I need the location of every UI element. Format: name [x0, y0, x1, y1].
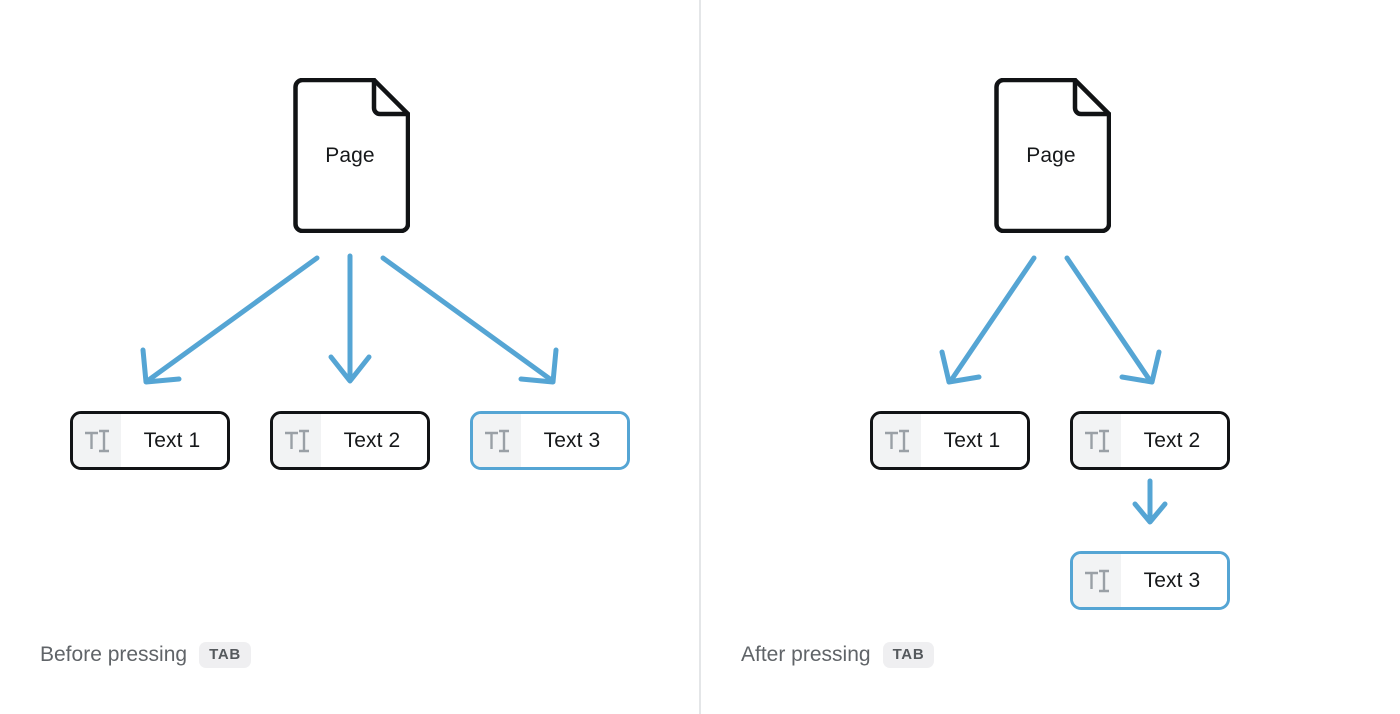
text-node-label: Text 2 — [1121, 414, 1227, 467]
text-node-label: Text 1 — [921, 414, 1027, 467]
arrow-text2-to-text3-head — [1132, 501, 1168, 525]
panel-divider — [699, 0, 701, 714]
text-node-text-2[interactable]: Text 2 — [1070, 411, 1230, 470]
text-cursor-icon — [1073, 554, 1121, 607]
page-document-icon — [293, 78, 410, 233]
text-node-label: Text 1 — [121, 414, 227, 467]
arrow-page-to-text2-head — [328, 354, 372, 384]
page-node-before[interactable]: Page — [290, 78, 410, 233]
caption-label: Before pressing — [40, 643, 188, 666]
text-node-label: Text 3 — [1121, 554, 1227, 607]
page-node-label: Page — [325, 143, 375, 167]
page-document-icon — [994, 78, 1111, 233]
page-node-after[interactable]: Page — [991, 78, 1111, 233]
text-node-text-1[interactable]: Text 1 — [870, 411, 1030, 470]
text-node-text-2[interactable]: Text 2 — [270, 411, 430, 470]
arrow-page-to-text3-shaft — [380, 255, 553, 382]
text-node-label: Text 3 — [521, 414, 627, 467]
text-cursor-icon — [273, 414, 321, 467]
text-node-label: Text 2 — [321, 414, 427, 467]
text-cursor-icon — [873, 414, 921, 467]
caption-after: After pressing TAB — [741, 642, 935, 668]
text-node-text-3[interactable]: Text 3 — [1070, 551, 1230, 610]
text-node-text-3[interactable]: Text 3 — [470, 411, 630, 470]
caption-before: Before pressing TAB — [40, 642, 251, 668]
arrow-page-to-text1-shaft — [949, 255, 1037, 382]
arrow-page-to-text3-head — [518, 347, 559, 385]
text-cursor-icon — [1073, 414, 1121, 467]
panel-before-tab: Page Text 1 — [0, 0, 699, 714]
arrow-page-to-text2-shaft — [1064, 255, 1152, 382]
caption-label: After pressing — [741, 643, 871, 666]
arrow-page-to-text1-head — [939, 349, 982, 385]
panel-after-tab: Page Text 1 — [701, 0, 1400, 714]
text-cursor-icon — [473, 414, 521, 467]
text-node-text-1[interactable]: Text 1 — [70, 411, 230, 470]
arrow-page-to-text1-shaft — [147, 255, 320, 382]
tab-key-badge: TAB — [882, 642, 935, 668]
arrow-page-to-text2-head — [1119, 349, 1162, 385]
arrow-page-to-text1-head — [140, 347, 182, 385]
tab-key-badge: TAB — [199, 642, 251, 668]
page-node-label: Page — [1026, 143, 1076, 167]
text-cursor-icon — [73, 414, 121, 467]
